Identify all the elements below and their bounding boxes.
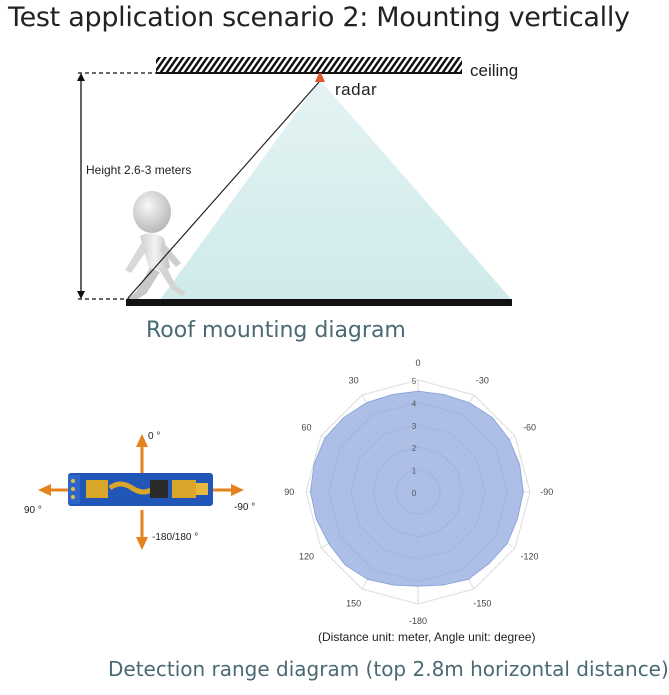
polar-ring-overlay-3 <box>350 424 486 560</box>
angle-label: -120 <box>520 551 538 561</box>
angle-label: -60 <box>523 423 536 433</box>
angle-label: 150 <box>346 599 361 609</box>
page-title: Test application scenario 2: Mounting ve… <box>8 2 630 33</box>
angle-label: 0 <box>415 358 420 368</box>
radar-label: radar <box>335 80 378 99</box>
orientation-diagram <box>38 434 244 550</box>
roof-mounting-caption: Roof mounting diagram <box>146 318 406 343</box>
radial-tick-label: 5 <box>412 377 417 386</box>
sight-line <box>127 81 320 299</box>
height-arrow-down-icon <box>77 291 85 299</box>
detection-area <box>309 390 524 587</box>
detection-polar-chart: 0 1 2 3 4 5 0 -30 -60 -90 -120 -150 -180 150 120 90 60 30 <box>284 358 553 626</box>
orientation-label-minus-90: -90 ° <box>234 502 256 513</box>
ceiling-hatch <box>156 57 462 73</box>
radar-board-icon <box>68 473 213 506</box>
angle-label: -180 <box>409 616 427 626</box>
height-arrow-up-icon <box>77 73 85 81</box>
angle-label: 120 <box>299 551 314 561</box>
polar-ring-overlay-4 <box>327 401 509 583</box>
ceiling-label: ceiling <box>470 61 519 80</box>
angle-label: -90 <box>540 487 553 497</box>
height-label: Height 2.6-3 meters <box>86 163 192 177</box>
orientation-label-90: 90 ° <box>24 505 42 516</box>
orientation-label-180: -180/180 ° <box>152 532 199 543</box>
radar-sensor-icon <box>315 73 325 82</box>
radial-tick-label: 0 <box>412 489 417 498</box>
angle-label: -150 <box>473 599 491 609</box>
polar-ring-overlay-2 <box>372 446 464 538</box>
radial-tick-label: 1 <box>412 467 417 476</box>
person-icon <box>125 191 186 300</box>
unit-note: (Distance unit: meter, Angle unit: degre… <box>318 630 536 644</box>
angle-label: -30 <box>476 376 489 386</box>
radial-tick-label: 3 <box>412 422 417 431</box>
angle-label: 90 <box>284 487 294 497</box>
polar-ring-overlay-1 <box>395 469 441 515</box>
detection-range-caption: Detection range diagram (top 2.8m horizo… <box>108 657 669 681</box>
detection-beam <box>160 80 512 300</box>
mounting-diagram <box>77 57 512 306</box>
floor <box>126 299 512 306</box>
angle-label: 30 <box>349 376 359 386</box>
orientation-label-0: 0 ° <box>148 431 161 442</box>
angle-label: 60 <box>301 423 311 433</box>
radial-tick-label: 4 <box>412 399 417 408</box>
orientation-arrows <box>38 434 244 550</box>
radial-tick-label: 2 <box>412 444 417 453</box>
